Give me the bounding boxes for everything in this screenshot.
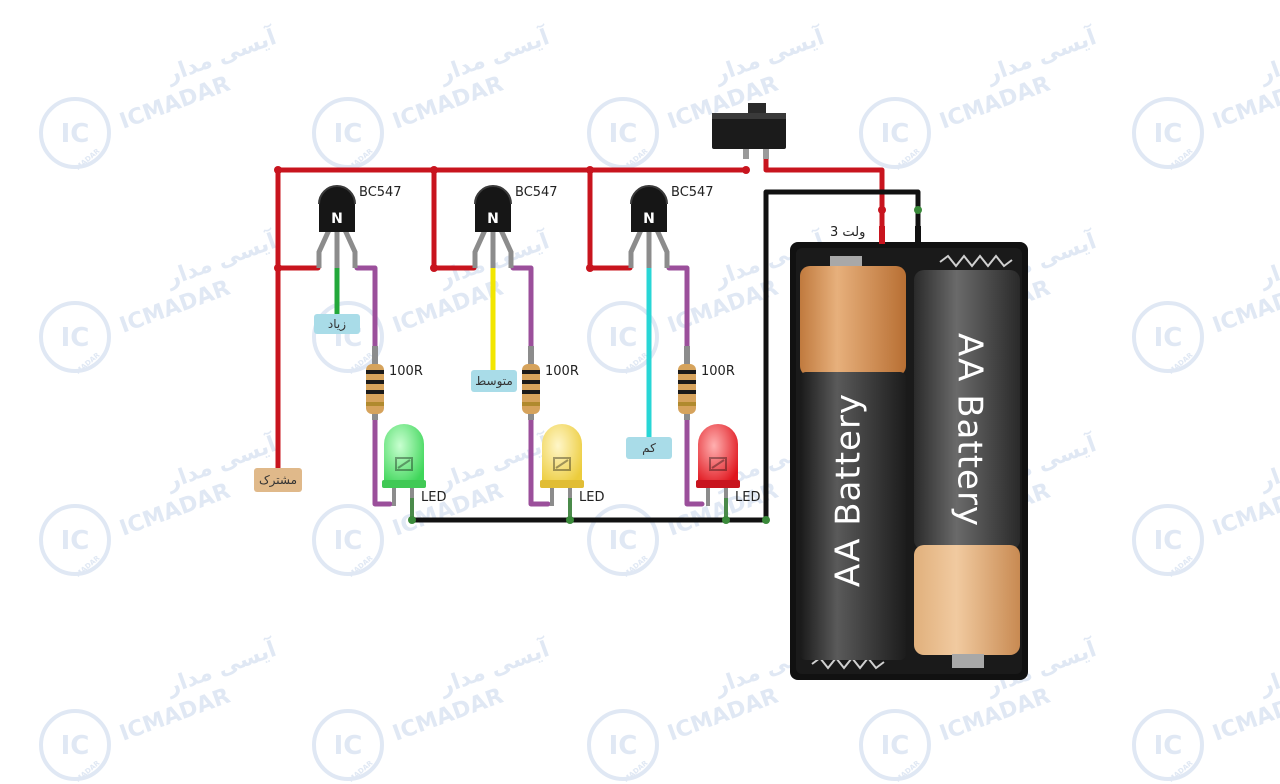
wire-res-led-3 bbox=[684, 417, 705, 507]
led-label: LED bbox=[735, 490, 760, 505]
transistor-symbol: N bbox=[487, 211, 499, 227]
wire-switch-to-battery bbox=[763, 147, 885, 238]
watermark-brand-persian: آیسی مدار bbox=[1254, 634, 1280, 700]
junctions bbox=[274, 166, 922, 524]
resistor-label: 100R bbox=[389, 364, 423, 379]
probe-tag-common[interactable]: مشترک bbox=[254, 468, 302, 492]
svg-text:IC: IC bbox=[61, 731, 90, 761]
transistor-label: BC547 bbox=[359, 185, 402, 200]
probe-tag-medium-label: متوسط bbox=[475, 374, 513, 389]
led-red[interactable]: LED bbox=[696, 424, 760, 506]
transistor-symbol: N bbox=[643, 211, 655, 227]
led-yellow[interactable]: LED bbox=[540, 424, 604, 506]
resistor-2[interactable]: 100R bbox=[522, 346, 579, 420]
svg-text:IC: IC bbox=[61, 323, 90, 353]
wire-emitter-1 bbox=[354, 265, 378, 355]
wire-res-led-2 bbox=[528, 417, 551, 507]
svg-text:IC: IC bbox=[609, 731, 638, 761]
resistor-label: 100R bbox=[545, 364, 579, 379]
resistor-label: 100R bbox=[701, 364, 735, 379]
svg-text:IC: IC bbox=[1154, 323, 1183, 353]
svg-text:IC: IC bbox=[609, 119, 638, 149]
probe-tag-common-label: مشترک bbox=[259, 473, 297, 488]
probe-tag-high[interactable]: زیاد bbox=[314, 314, 360, 334]
watermark-brand-persian: آیسی مدار bbox=[1254, 22, 1280, 88]
svg-text:IC: IC bbox=[1154, 119, 1183, 149]
wire-emitter-2 bbox=[510, 265, 534, 355]
led-label: LED bbox=[421, 490, 446, 505]
svg-text:IC: IC bbox=[334, 731, 363, 761]
wire-positive-branch-2 bbox=[431, 167, 477, 271]
watermark-brand-persian: آیسی مدار bbox=[1254, 429, 1280, 495]
resistor-3[interactable]: 100R bbox=[678, 346, 735, 420]
wire-res-led-1 bbox=[372, 417, 393, 507]
battery-cell-1-label: AA Battery bbox=[829, 393, 869, 587]
battery-cell-2: AA Battery bbox=[914, 270, 1020, 668]
led-label: LED bbox=[579, 490, 604, 505]
transistor-1[interactable]: N BC547 bbox=[316, 185, 402, 268]
led-group: LED LED LED bbox=[382, 424, 760, 506]
svg-text:IC: IC bbox=[61, 526, 90, 556]
transistor-3[interactable]: N BC547 bbox=[628, 185, 714, 268]
probe-tag-low[interactable]: کم bbox=[626, 437, 672, 459]
svg-text:IC: IC bbox=[881, 119, 910, 149]
svg-text:IC: IC bbox=[334, 526, 363, 556]
svg-text:IC: IC bbox=[881, 731, 910, 761]
transistor-2[interactable]: N BC547 bbox=[472, 185, 558, 268]
wire-positive-branch-3 bbox=[587, 167, 633, 271]
transistor-symbol: N bbox=[331, 211, 343, 227]
resistor-1[interactable]: 100R bbox=[366, 346, 423, 420]
battery-cell-1: AA Battery bbox=[800, 256, 906, 660]
slide-switch[interactable] bbox=[712, 103, 786, 159]
transistor-label: BC547 bbox=[515, 185, 558, 200]
resistor-group: 100R 100R 100R bbox=[366, 346, 735, 420]
led-green[interactable]: LED bbox=[382, 424, 446, 506]
transistor-label: BC547 bbox=[671, 185, 714, 200]
battery-holder: 3 ولت AA Battery AA Battery bbox=[790, 225, 1028, 680]
probe-tag-medium[interactable]: متوسط bbox=[471, 370, 517, 392]
battery-cell-2-label: AA Battery bbox=[950, 333, 990, 527]
probe-tag-low-label: کم bbox=[642, 441, 656, 455]
svg-text:IC: IC bbox=[1154, 526, 1183, 556]
svg-text:IC: IC bbox=[1154, 731, 1183, 761]
probe-tag-high-label: زیاد bbox=[328, 317, 346, 332]
wire-emitter-3 bbox=[666, 265, 690, 355]
watermark-brand-persian: آیسی مدار bbox=[1254, 226, 1280, 292]
battery-voltage-label: 3 ولت bbox=[830, 225, 865, 240]
svg-text:IC: IC bbox=[609, 526, 638, 556]
svg-text:IC: IC bbox=[334, 119, 363, 149]
svg-text:IC: IC bbox=[61, 119, 90, 149]
svg-text:IC: IC bbox=[609, 323, 638, 353]
